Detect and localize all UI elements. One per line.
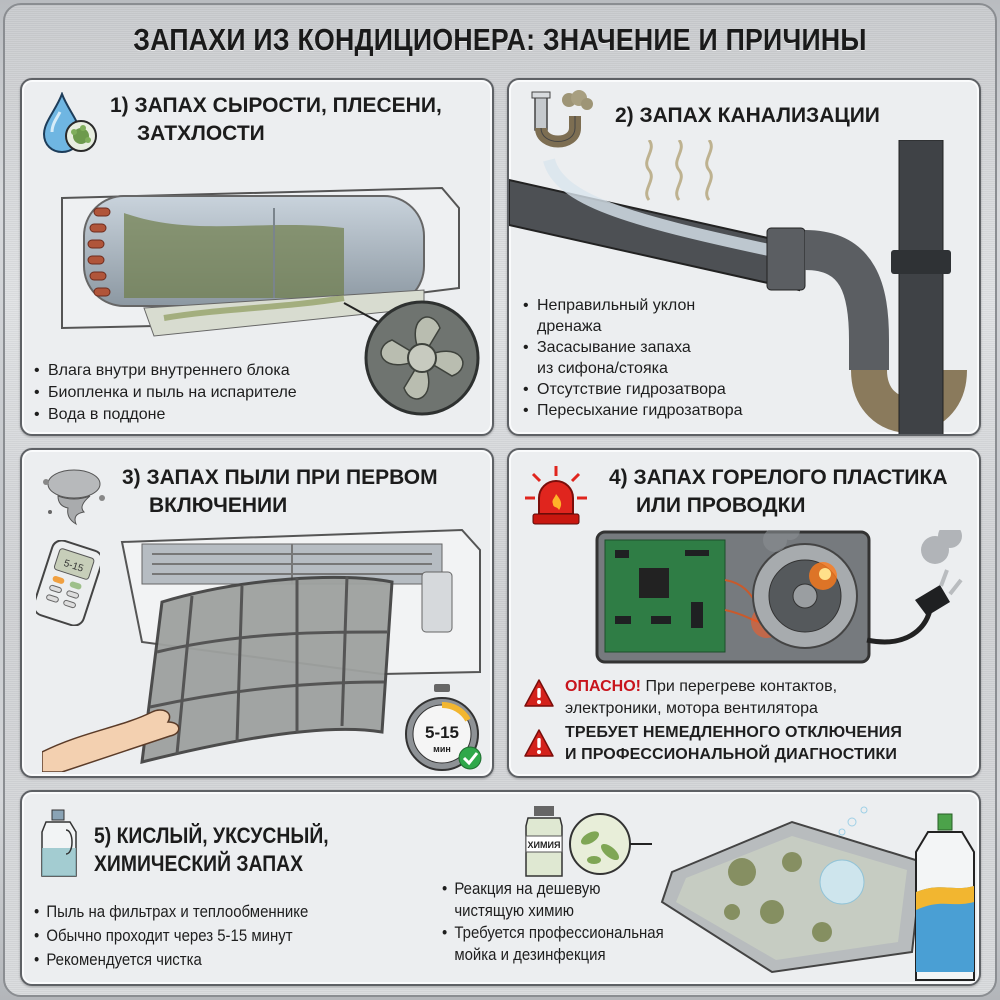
water-drop-mold-icon bbox=[42, 92, 97, 154]
cause-item: Отсутствие гидрозатвора bbox=[523, 379, 742, 400]
danger-warning: ОПАСНО! При перегреве контактов, электро… bbox=[523, 676, 973, 722]
panel-mold-smell: 1) ЗАПАХ СЫРОСТИ, ПЛЕСЕНИ, ЗАТХЛОСТИ bbox=[20, 78, 494, 436]
critical-warning: ТРЕБУЕТ НЕМЕДЛЕННОГО ОТКЛЮЧЕНИЯ И ПРОФЕС… bbox=[523, 722, 973, 772]
panel-title: 2) ЗАПАХ КАНАЛИЗАЦИИ bbox=[615, 104, 880, 127]
cause-item: Обычно проходит через 5-15 минут bbox=[34, 924, 308, 948]
drain-pipe-illustration bbox=[509, 140, 967, 434]
cause-item: Вода в поддоне bbox=[34, 404, 297, 426]
panel-title: 5) КИСЛЫЙ, УКСУСНЫЙ, ХИМИЧЕСКИЙ ЗАПАХ bbox=[94, 823, 329, 876]
page-title: ЗАПАХИ ИЗ КОНДИЦИОНЕРА: ЗНАЧЕНИЕ И ПРИЧИ… bbox=[133, 22, 867, 57]
cause-item: Биопленка и пыль на испарителе bbox=[34, 382, 297, 404]
dusty-filter-illustration bbox=[42, 528, 481, 772]
danger-label: ОПАСНО! bbox=[565, 678, 641, 695]
dust-cloud-icon bbox=[43, 469, 105, 526]
panel-burnt-smell: 4) ЗАПАХ ГОРЕЛОГО ПЛАСТИКА ИЛИ ПРОВОДКИ … bbox=[507, 448, 981, 778]
panel-sewer-smell: 2) ЗАПАХ КАНАЛИЗАЦИИ Неправильный уклонд… bbox=[507, 78, 981, 436]
chemistry-vial-bacteria-icon: ХИМИЯ bbox=[525, 806, 652, 877]
cause-item: Влага внутри внутреннего блока bbox=[34, 360, 297, 382]
cause-item: Пересыхание гидрозатвора bbox=[523, 400, 742, 421]
panel-dust-smell: 3) ЗАПАХ ПЫЛИ ПРИ ПЕРВОМ ВКЛЮЧЕНИИ 5-15 … bbox=[20, 448, 494, 778]
dirty-fan-icon bbox=[364, 300, 480, 416]
stopwatch-timer-icon: 5-15 мин bbox=[405, 684, 482, 771]
burning-circuit-illustration bbox=[595, 530, 963, 664]
svg-text:ХИМИЯ: ХИМИЯ bbox=[528, 840, 561, 850]
moldy-drain-pan-illustration bbox=[660, 806, 975, 981]
svg-text:мин: мин bbox=[433, 744, 451, 754]
cause-list-left: Пыль на фильтрах и теплообменнике Обычно… bbox=[34, 900, 308, 972]
warning-triangle-icon bbox=[524, 679, 554, 707]
alarm-siren-icon bbox=[525, 466, 587, 525]
svg-text:5-15: 5-15 bbox=[425, 723, 459, 742]
cause-list: Влага внутри внутреннего блока Биопленка… bbox=[34, 360, 297, 426]
cause-item: Рекомендуется чистка bbox=[34, 948, 308, 972]
moldy-indoor-unit-illustration bbox=[61, 186, 460, 337]
remote-control-icon: 5-15 bbox=[36, 540, 100, 626]
warning-triangle-icon bbox=[524, 729, 554, 757]
chemical-bottle-icon bbox=[41, 809, 77, 877]
cause-item: Пыль на фильтрах и теплообменнике bbox=[34, 900, 308, 924]
siphon-odor-icon bbox=[531, 90, 593, 148]
panel-title: 1) ЗАПАХ СЫРОСТИ, ПЛЕСЕНИ, ЗАТХЛОСТИ bbox=[110, 94, 442, 145]
panel-title: 4) ЗАПАХ ГОРЕЛОГО ПЛАСТИКА ИЛИ ПРОВОДКИ bbox=[609, 466, 948, 517]
panel-chemical-smell: 5) КИСЛЫЙ, УКСУСНЫЙ, ХИМИЧЕСКИЙ ЗАПАХ Пы… bbox=[20, 790, 981, 986]
panel-title: 3) ЗАПАХ ПЫЛИ ПРИ ПЕРВОМ ВКЛЮЧЕНИИ bbox=[122, 466, 438, 517]
